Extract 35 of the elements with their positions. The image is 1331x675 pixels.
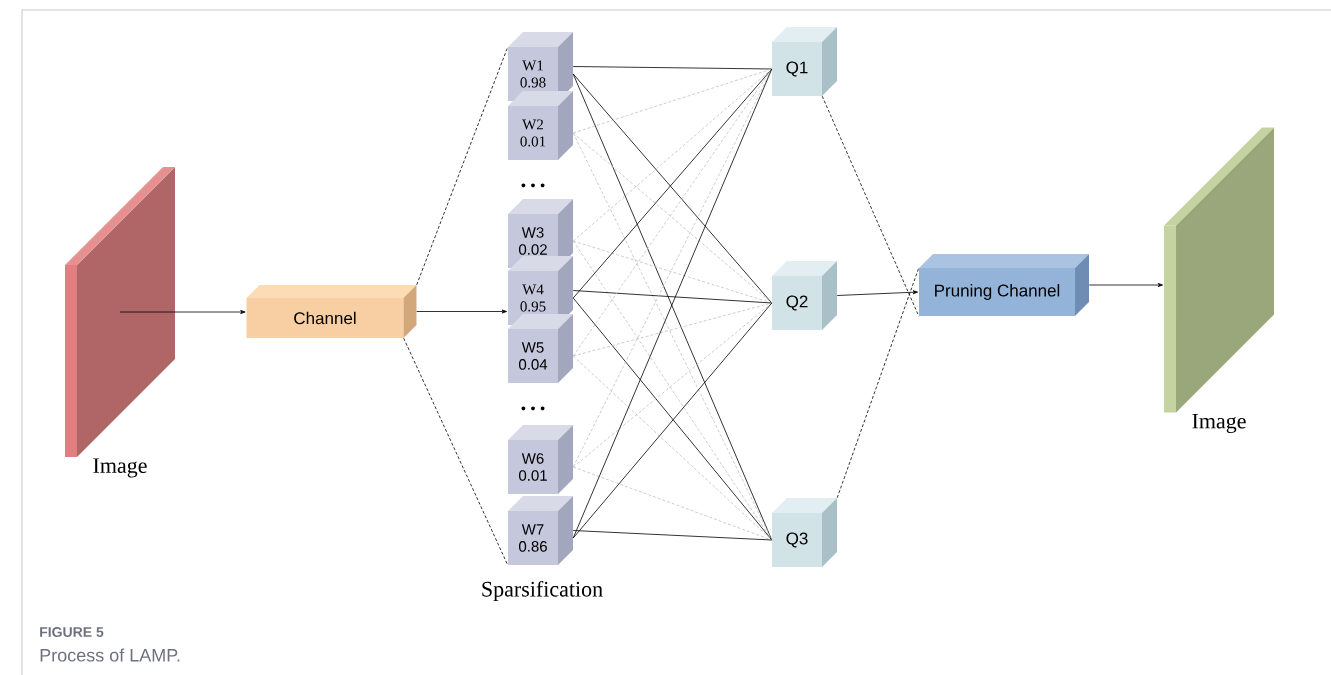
section-label: Sparsification [482,580,603,602]
cube-block: W2 0.01 [508,91,573,160]
connector-line [572,530,773,541]
connector-line [416,46,509,286]
ellipsis-dots: • • • [521,406,545,411]
connector-line [572,290,773,304]
cube-block: W5 0.04 [508,314,573,383]
arrow [416,309,507,314]
connector-line [821,95,920,317]
cube-block: Q1 [772,27,837,96]
cube-block: W6 0.01 [508,425,573,494]
connector-line [836,267,920,499]
arrow [1088,283,1163,287]
connector-line [572,302,773,357]
node-label: Image [93,458,147,478]
image-panel: Image [65,167,175,478]
channel-block: Channel [246,285,417,338]
caption: Process of LAMP. [40,648,180,662]
connector-line [572,132,773,304]
arrow [836,290,918,296]
node-label: Image [1192,413,1246,434]
ellipsis-dots: • • • [521,183,545,188]
cube-block: Q2 [772,261,837,330]
connector-line [572,66,773,70]
cube-block: Q3 [772,498,837,567]
connector-line [572,68,773,134]
cube-block: W7 0.86 [508,496,573,565]
figure-number: FIGURE 5 [40,627,104,637]
connector-line [572,68,773,242]
arrow [119,310,246,314]
image-panel: Image [1164,127,1274,434]
connector-line [572,68,773,357]
connector-line [403,337,509,566]
channel-block: Pruning Channel [919,254,1089,316]
connector-line [572,302,773,468]
